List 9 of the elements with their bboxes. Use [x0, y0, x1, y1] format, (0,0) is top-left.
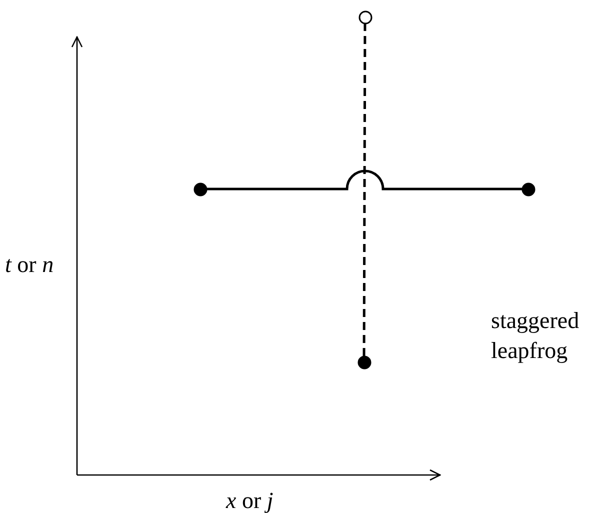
scheme-label: staggered leapfrog — [491, 307, 580, 365]
dashed-line — [362, 23, 366, 356]
axis-label: t or n — [5, 251, 55, 279]
open-circle — [358, 10, 372, 24]
filled-dot — [520, 182, 536, 196]
axis-label: x or j — [226, 487, 274, 513]
filled-dot — [356, 354, 372, 370]
filled-dot — [192, 182, 208, 196]
connector-line — [206, 170, 522, 190]
